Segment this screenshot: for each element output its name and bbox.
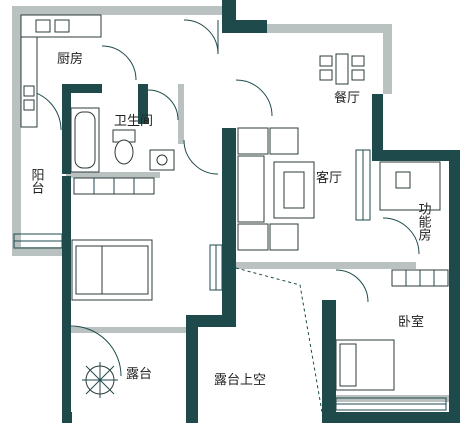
windows (13, 149, 447, 411)
bedroom-left-furniture (71, 239, 153, 301)
function-room-desk (379, 161, 441, 211)
room-label-terrace-above: 露台上空 (214, 373, 266, 388)
doors (20, 19, 420, 377)
living-room-furniture (237, 127, 315, 251)
room-label-dining: 餐厅 (334, 90, 360, 106)
room-label-terrace: 露台 (126, 367, 152, 382)
room-label-balcony: 阳台 (29, 168, 44, 194)
bedroom-right-furniture (335, 269, 449, 391)
room-label-kitchen: 厨房 (57, 51, 83, 67)
balcony-cabinets (73, 177, 155, 195)
room-label-bedroom: 卧室 (398, 314, 424, 330)
room-label-function-room: 功能房 (416, 202, 432, 241)
terrace-void-outline (235, 267, 323, 413)
structural-walls (62, 0, 460, 423)
plant-icon (82, 362, 118, 398)
room-label-bathroom: 卫生间 (114, 114, 153, 129)
kitchen-counter (20, 14, 102, 128)
dining-table (319, 53, 365, 85)
room-label-living: 客厅 (316, 170, 342, 186)
bathroom-fixtures (70, 107, 175, 173)
